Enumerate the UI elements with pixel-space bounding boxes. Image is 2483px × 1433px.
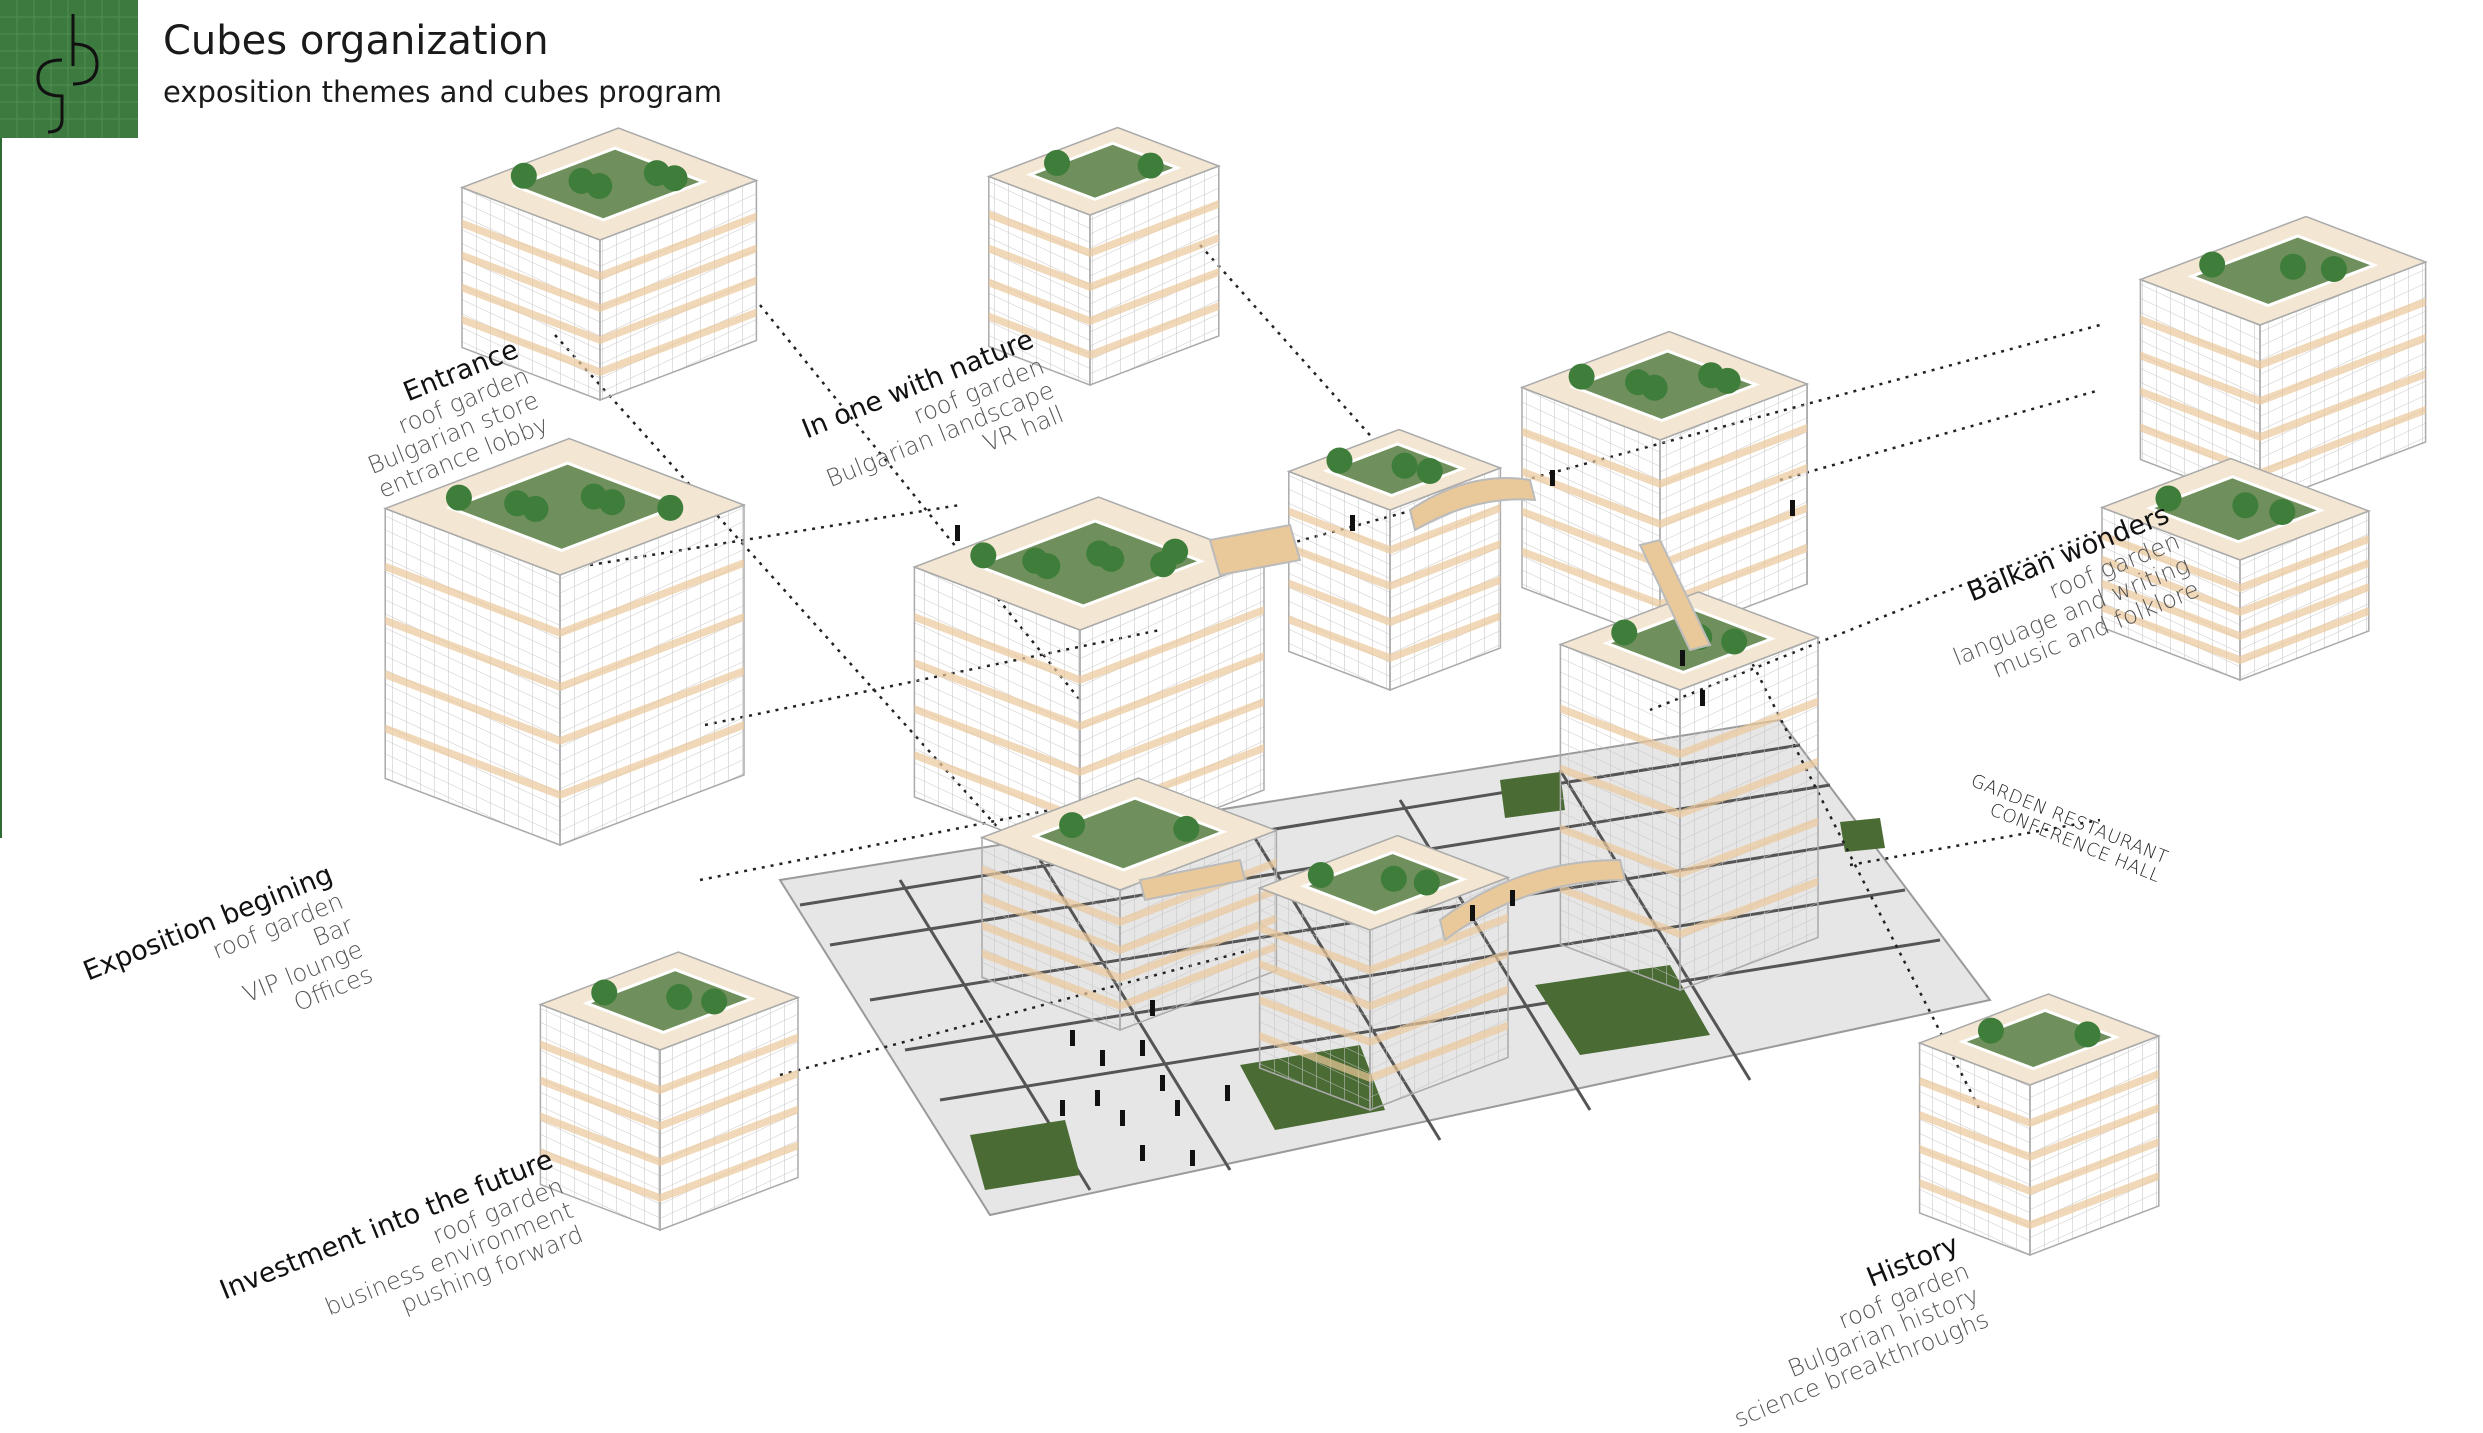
- cube-nature: [986, 126, 1221, 387]
- tree-icon: [1059, 812, 1086, 839]
- tree-icon: [1568, 363, 1595, 390]
- skywalks: [1138, 477, 1712, 942]
- green-patch: [970, 1120, 1080, 1190]
- gb-logo: [0, 0, 138, 138]
- tree-icon: [1611, 619, 1638, 646]
- tree-icon: [599, 489, 626, 516]
- cube-history: [1917, 993, 2161, 1257]
- tree-icon: [666, 984, 693, 1010]
- tree-icon: [2280, 253, 2306, 280]
- tree-icon: [2320, 256, 2347, 283]
- tree-icon: [1391, 452, 1418, 479]
- cube-central-3: [1519, 330, 1810, 642]
- tree-icon: [1326, 447, 1353, 474]
- green-patch: [1500, 772, 1565, 818]
- tree-icon: [2232, 492, 2259, 519]
- tree-icon: [1137, 152, 1164, 179]
- cube-central-4: [1558, 591, 1821, 992]
- tree-icon: [1721, 628, 1748, 655]
- tree-icon: [2199, 251, 2226, 278]
- green-patch: [1535, 965, 1710, 1055]
- cube-restaurant: [2099, 457, 2371, 682]
- tree-icon: [522, 495, 549, 522]
- people-figures: [955, 470, 1795, 1166]
- tree-icon: [1977, 1017, 2004, 1044]
- tree-icon: [586, 173, 613, 199]
- tree-icon: [1034, 553, 1061, 580]
- cube-balkan: [2138, 215, 2428, 507]
- tree-icon: [701, 988, 728, 1015]
- tree-icon: [657, 494, 684, 521]
- page-subtitle: exposition themes and cubes program: [163, 75, 723, 109]
- tree-icon: [1413, 869, 1440, 896]
- cube-central-6: [1257, 834, 1511, 1112]
- cube-investment: [538, 951, 801, 1232]
- tree-icon: [2074, 1021, 2101, 1048]
- cube-entrance: [459, 127, 759, 402]
- tree-icon: [1641, 374, 1668, 401]
- tree-icon: [1714, 367, 1741, 394]
- page-title: Cubes organization: [163, 18, 549, 64]
- cubes-diagram: [383, 126, 2428, 1257]
- tree-icon: [2269, 498, 2296, 525]
- tree-icon: [1044, 149, 1070, 176]
- tree-icon: [445, 484, 472, 511]
- tree-icon: [2155, 485, 2182, 512]
- green-patch: [1840, 818, 1885, 852]
- cube-central-1: [912, 496, 1267, 862]
- tree-icon: [1307, 861, 1334, 888]
- tree-icon: [1416, 458, 1443, 485]
- cube-central-2: [1286, 428, 1503, 692]
- gb-monogram-logo-icon: [0, 0, 138, 138]
- cube-exposition: [383, 437, 747, 847]
- left-accent-rule: [0, 138, 2, 838]
- tree-icon: [1098, 545, 1125, 572]
- tree-icon: [1380, 865, 1407, 892]
- tree-icon: [1173, 815, 1200, 842]
- tree-icon: [510, 162, 537, 189]
- tree-icon: [591, 979, 618, 1006]
- tree-icon: [661, 165, 688, 192]
- tree-icon: [1162, 538, 1189, 565]
- tree-icon: [970, 542, 997, 569]
